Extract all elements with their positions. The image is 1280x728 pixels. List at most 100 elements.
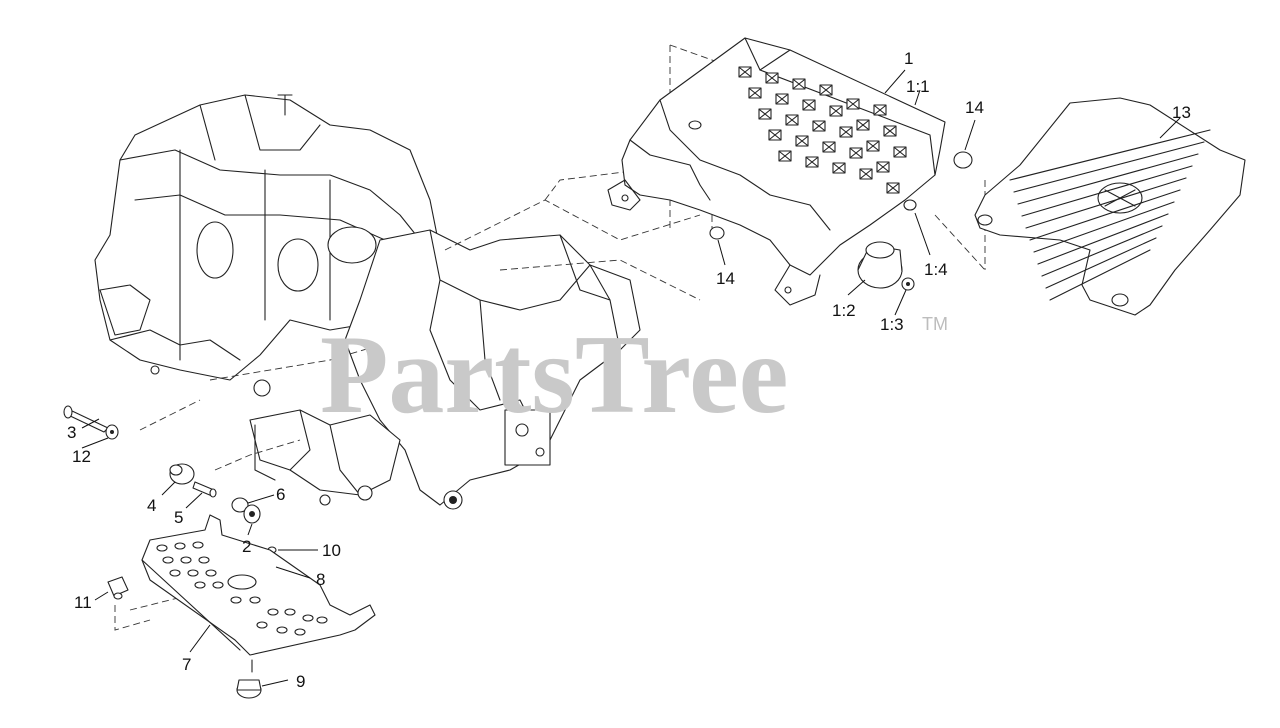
shield-slot xyxy=(192,541,204,549)
grip-hole xyxy=(768,129,782,141)
grip-hole xyxy=(876,161,890,173)
footrest-deck xyxy=(607,37,946,306)
callout-13: 13 xyxy=(1172,103,1191,122)
grip-hole-cross xyxy=(884,126,896,136)
mat-rib xyxy=(1037,213,1169,265)
mat-rib xyxy=(1009,129,1211,181)
grip-hole-cross xyxy=(749,88,761,98)
spacer-part-1-2 xyxy=(857,241,903,289)
grip-hole xyxy=(846,98,860,110)
nut-part-1-3 xyxy=(901,277,915,291)
shield-slot xyxy=(194,581,206,589)
mat-rib xyxy=(1025,177,1187,229)
shield-slot xyxy=(256,621,268,629)
grip-hole-cross xyxy=(759,109,771,119)
callout-6: 6 xyxy=(276,485,285,504)
callout-7: 7 xyxy=(182,655,191,674)
leader-lines xyxy=(81,69,1181,687)
callout-1-4: 1:4 xyxy=(924,260,948,279)
shield-slot xyxy=(212,581,224,589)
grip-hole-cross xyxy=(894,147,906,157)
grip-hole-cross xyxy=(850,148,862,158)
shield-slot xyxy=(316,616,328,624)
grip-hole xyxy=(873,104,887,116)
clip-part-11 xyxy=(107,576,129,600)
callout-14-lower: 14 xyxy=(716,269,735,288)
grip-hole xyxy=(775,93,789,105)
grip-hole-cross xyxy=(840,127,852,137)
grip-hole-cross xyxy=(766,73,778,83)
nut-part-2 xyxy=(243,504,261,524)
mat-rib xyxy=(1017,153,1199,205)
shield-slot xyxy=(174,542,186,550)
floor-mat xyxy=(974,97,1246,316)
grip-hole-cross xyxy=(739,67,751,77)
grip-hole xyxy=(822,141,836,153)
shield-slot xyxy=(205,569,217,577)
grip-hole-cross xyxy=(867,141,879,151)
grip-hole xyxy=(778,150,792,162)
watermark-text: PartsTree xyxy=(320,313,789,437)
shield-slot xyxy=(284,608,296,616)
grip-hole-cross xyxy=(887,183,899,193)
callout-9: 9 xyxy=(296,672,305,691)
mat-rib xyxy=(1029,189,1181,241)
callout-labels: 1 1:1 1:2 1:3 1:4 2 3 4 5 6 7 8 9 10 11 … xyxy=(67,49,1191,691)
mat-rib xyxy=(1049,249,1151,301)
shield-slot xyxy=(162,556,174,564)
grip-hole xyxy=(805,156,819,168)
shield-slot xyxy=(294,628,306,636)
grip-hole xyxy=(829,105,843,117)
shield-slot xyxy=(302,614,314,622)
grip-hole-cross xyxy=(786,115,798,125)
grip-hole-cross xyxy=(830,106,842,116)
plug-part-1-4 xyxy=(903,199,917,211)
callout-8: 8 xyxy=(316,570,325,589)
grip-hole xyxy=(812,120,826,132)
shield-slot xyxy=(187,569,199,577)
shield-slot xyxy=(276,626,288,634)
grip-hole xyxy=(819,84,833,96)
mat-rib xyxy=(1045,237,1157,289)
grip-hole-cross xyxy=(779,151,791,161)
mat-rib xyxy=(1021,165,1193,217)
grip-hole-cross xyxy=(823,142,835,152)
shield-slot xyxy=(156,544,168,552)
grip-hole-cross xyxy=(803,100,815,110)
grip-hole-cross xyxy=(833,163,845,173)
callout-11: 11 xyxy=(74,593,92,612)
bushing-part-4 xyxy=(169,463,195,485)
grip-hole xyxy=(893,146,907,158)
grip-hole xyxy=(765,72,779,84)
trademark-mark: TM xyxy=(922,314,948,334)
callout-4: 4 xyxy=(147,496,156,515)
shield-slot xyxy=(249,596,261,604)
grip-hole xyxy=(839,126,853,138)
callout-12: 12 xyxy=(72,447,91,466)
shield-slot xyxy=(230,596,242,604)
callout-10: 10 xyxy=(322,541,341,560)
shield-slot xyxy=(198,556,210,564)
washer-part-6 xyxy=(231,497,249,513)
shield-slot xyxy=(267,608,279,616)
callout-1-2: 1:2 xyxy=(832,301,856,320)
grip-hole xyxy=(802,99,816,111)
grip-hole-cross xyxy=(847,99,859,109)
knob-part-9 xyxy=(236,659,262,699)
grip-hole xyxy=(886,182,900,194)
grip-hole xyxy=(849,147,863,159)
callout-5: 5 xyxy=(174,508,183,527)
grip-hole-cross xyxy=(820,85,832,95)
grip-hole xyxy=(748,87,762,99)
pin-part-3 xyxy=(63,405,109,433)
callout-1-1: 1:1 xyxy=(906,77,930,96)
washer-part-12 xyxy=(105,424,119,440)
mat-rib xyxy=(1033,201,1175,253)
chassis-frame xyxy=(94,94,641,510)
grip-hole xyxy=(856,119,870,131)
mat-ribs xyxy=(1009,129,1211,301)
grip-hole xyxy=(758,108,772,120)
callout-14-upper: 14 xyxy=(965,98,984,117)
